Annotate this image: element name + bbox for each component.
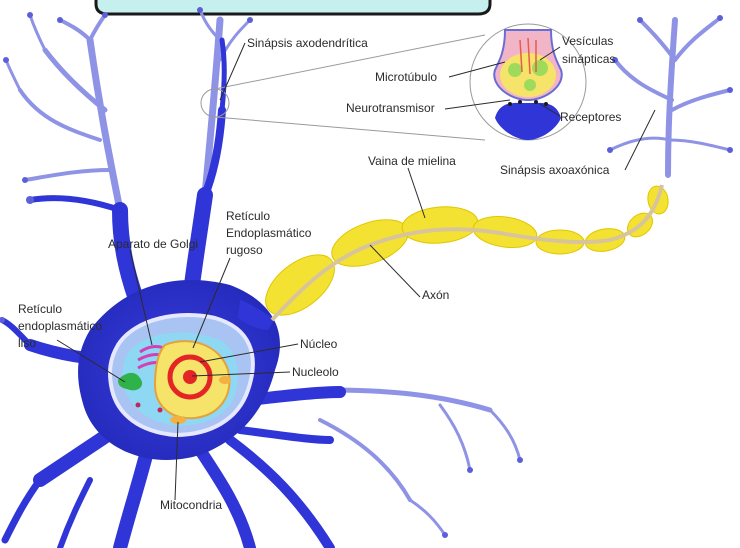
label-mitocondria: Mitocondria <box>160 498 222 512</box>
label-nucleo: Núcleo <box>300 337 338 351</box>
title-box-fragment <box>96 0 490 14</box>
dendrites-light <box>6 10 730 535</box>
organelle-dot <box>158 408 163 413</box>
label-aparato-golgi: Aparato de Golgi <box>108 237 198 251</box>
myelin-sheath <box>255 184 670 326</box>
label-sinapsis-axodendritica: Sinápsis axodendrítica <box>247 36 368 50</box>
label-axon: Axón <box>422 288 449 302</box>
mitochondrion <box>219 376 231 384</box>
axon-core <box>272 185 662 320</box>
label-reticulo-liso-1: Retículo <box>18 302 62 316</box>
label-reticulo-rugoso-1: Retículo <box>226 209 270 223</box>
label-reticulo-liso-2: endoplasmático <box>18 319 102 333</box>
label-nucleolo: Nucleolo <box>292 365 339 379</box>
label-reticulo-rugoso-2: Endoplasmático <box>226 226 312 240</box>
terminal-knobs <box>0 7 733 538</box>
label-vesiculas: Vesículas <box>562 34 613 48</box>
label-sinapsis-axoaxonica: Sinápsis axoaxónica <box>500 163 610 177</box>
label-sinapticas: sinápticas <box>562 52 615 66</box>
label-vaina-mielina: Vaina de mielina <box>368 154 456 168</box>
label-reticulo-rugoso-3: rugoso <box>226 243 263 257</box>
label-microtubulo: Microtúbulo <box>375 70 437 84</box>
label-reticulo-liso-3: liso <box>18 336 36 350</box>
nucleolus <box>183 370 197 384</box>
label-neurotransmisor: Neurotransmisor <box>346 101 435 115</box>
label-receptores: Receptores <box>560 110 621 124</box>
organelle-dot <box>136 403 141 408</box>
